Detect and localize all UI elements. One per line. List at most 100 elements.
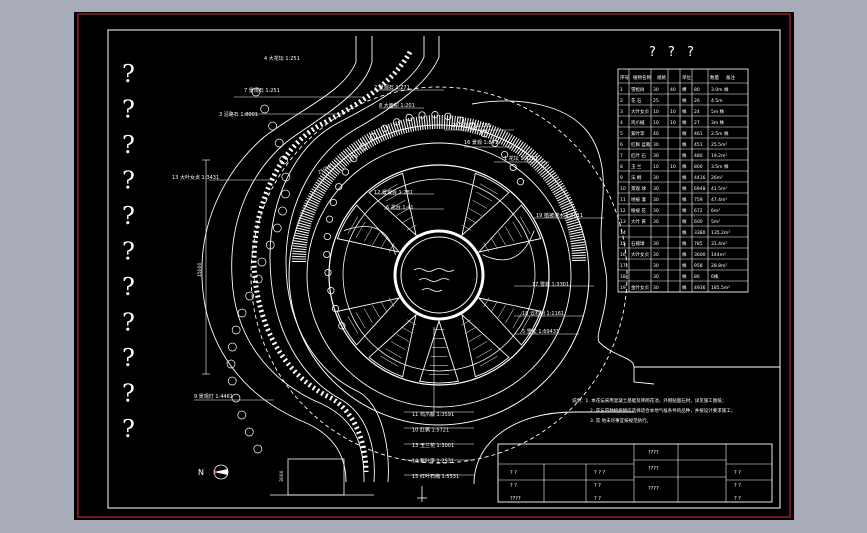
table-cell: 30 [653,252,659,258]
table-cell: 25.5m² [711,142,727,148]
table-cell: 大叶女贞 [631,251,649,258]
shrub-symbol [253,274,263,284]
title-block: ? ?? ? ?? ?? ?????? ?????????????? ?? ??… [497,443,773,503]
wedge-bed [368,313,417,378]
note-line: 说明：1. 本花坛采用混凝土基础及砖砌花池，外侧贴面石材，详见施工图纸； [572,397,726,404]
left-mark: ? [122,380,135,408]
table-cell: 株 [682,130,687,137]
table-cell: 80 [694,87,700,93]
table-cell: 株 [682,229,687,236]
table-cell: 86 [694,274,700,280]
table-cell: 461 [694,131,703,137]
table-cell: 株 [682,174,687,181]
table-cell: 27 [694,120,700,126]
shrub-symbol [268,121,277,131]
table-cell: 株 [682,185,687,192]
wedge-hatch [380,237,388,249]
leaf-shape [482,230,535,261]
dimension-lines [202,159,210,375]
table-cell: 10 [620,186,626,192]
table-cell: 紫叶李 [631,130,645,137]
left-mark: ? [122,60,135,88]
table-cell: 16 [620,252,626,258]
wedge-hatch [380,183,399,195]
table-cell: 31.4m² [711,241,727,247]
callout-label: 13 大叶女贞 1:3431 [172,174,219,181]
table-cell: 株 [682,163,687,170]
table-cell: 金叶女贞 [631,284,649,291]
table-cell: 185.5m² [711,285,730,291]
table-cell: 棵 [682,86,687,93]
table-cell: 30 [653,241,659,247]
wedge-hatch [472,200,488,209]
wedge-hatch [490,301,498,313]
wedge-hatch [468,334,482,342]
cad-drawing: ??????????? [77,13,791,518]
wedge-hatch [483,242,490,253]
table-cell: 红叶 石 [631,152,646,159]
table-cell: 株 [682,97,687,104]
site-outline-right [473,341,780,485]
table-cell: 3600 [694,252,706,258]
outer-border [77,13,791,518]
table-header: 单位 [682,74,691,81]
wedge-hatch [347,216,359,235]
table-cell: 672 [694,208,703,214]
left-mark: ? [122,309,135,337]
callout-label: 16 景观 1:841 [464,139,498,146]
wedge-hatch [490,237,498,249]
shrub-symbol [245,291,255,301]
callout-label: 19 植被灌木 1:4611 [536,212,583,219]
table-cell: 30 [653,142,659,148]
wedge-hatch [364,226,373,242]
table-cell: 30 [653,263,659,269]
plant-symbol [516,178,525,186]
table-cell: 植被 花 [631,207,646,214]
table-cell: 800 [694,164,703,170]
table-cell: 40 [670,87,676,93]
left-mark: ? [122,167,135,195]
title-block-cell: ???? [510,496,521,502]
table-cell: 5m 株 [711,108,725,115]
leader-lines [194,29,604,476]
table-header: 数量 [710,74,719,81]
wedge-hatch [385,348,402,359]
callout-label: 10 红枫 1:5721 [412,427,449,434]
callout-label: 12 景观台 1:281 [374,189,413,196]
table-cell: 40 [653,131,659,137]
table-cell: 785 [694,241,703,247]
table-cell: 25 [653,98,659,104]
wedge-hatch [519,216,531,235]
table-cell: 10 [653,120,659,126]
table-cell: 6 [620,142,623,148]
wedge-hatch [498,232,506,246]
plant-symbol [323,232,331,241]
table-cell: 株 [682,196,687,203]
table-cell: 4936 [694,285,706,291]
note-line: 2. 花坛内种植植物应选择适合本地气候条件的品种，并按设计要求施工； [590,407,735,414]
callout-label: 4 大花坛 1:251 [264,55,300,62]
table-cell: 3 [620,109,623,115]
table-cell: 3380 [694,230,706,236]
shrub-symbol [251,87,261,97]
wedge-bed [336,297,401,346]
title-block-cell: ? ? [594,496,601,502]
table-cell: 鸡爪槭 [631,119,645,126]
wedge-hatch [512,312,523,329]
wedge-hatch [476,191,493,202]
table-cell: 2.5m 株 [711,130,729,137]
plant-symbol [335,183,343,191]
table-cell: 19 [620,285,626,291]
table-cell: 3.0m 株 [711,86,729,93]
table-cell: 8 [620,164,623,170]
shrub-symbol [265,240,275,250]
left-mark: ? [122,202,135,230]
shrub-symbol [274,138,284,148]
table-cell: 株 [682,262,687,269]
table-cell: 株 [682,218,687,225]
table-cell: 4.5m [711,98,723,104]
wedge-bed [477,204,542,253]
wedge-bed [368,172,417,237]
shrub-symbol [244,427,254,437]
wedge-bed [461,313,510,378]
